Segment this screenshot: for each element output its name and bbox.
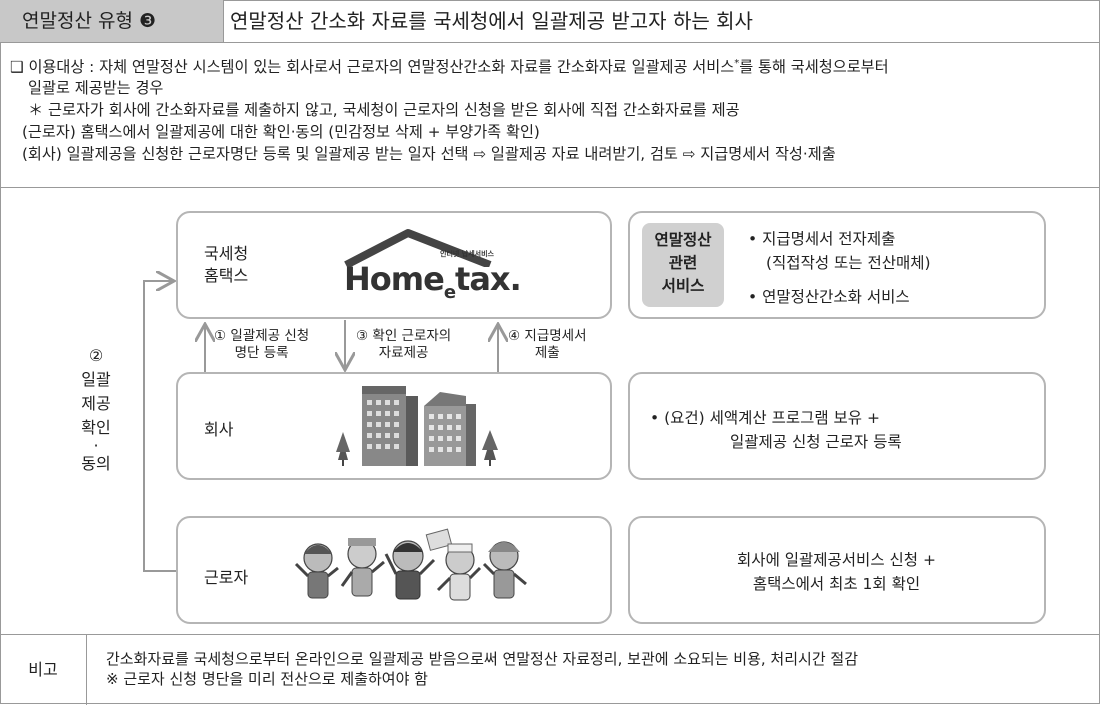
- service-item-ereport: • 지급명세서 전자제출: [748, 230, 896, 248]
- company-req-box: • (요건) 세액계산 프로그램 보유 + 일괄제공 신청 근로자 등록: [628, 372, 1046, 480]
- service-item-ereport-sub: (직접작성 또는 전산매체): [766, 254, 931, 272]
- logo-tagline: 인터넷 납세서비스: [440, 250, 494, 258]
- confirm-label: ② 일괄 제공 확인 · 동의: [81, 346, 111, 473]
- company-label: 회사: [204, 420, 234, 439]
- step3-label: ③ 확인 근로자의 자료제공: [356, 328, 452, 361]
- confirm-arrow: [143, 281, 176, 572]
- logo-e: e: [443, 282, 456, 303]
- intro-line-target: ❑ 이용대상 : 자체 연말정산 시스템이 있는 회사로서 근로자의 연말정산간…: [10, 57, 889, 76]
- step4-label: ④ 지급명세서 제출: [508, 328, 587, 361]
- intro-footnote: ＊ 근로자가 회사에 간소화자료를 제출하지 않고, 국세청이 근로자의 신청을…: [28, 101, 740, 119]
- type-label: 연말정산 유형 ❸: [0, 0, 224, 42]
- buildings-image: [336, 386, 498, 466]
- nts-box: 국세청 홈택스 인터넷 납세서비스 Homeetax.: [176, 211, 612, 319]
- logo-tax: tax.: [455, 260, 522, 298]
- intro-section: ❑ 이용대상 : 자체 연말정산 시스템이 있는 회사로서 근로자의 연말정산간…: [0, 43, 1100, 188]
- note-label: 비고: [0, 635, 87, 705]
- service-item-simplified: • 연말정산간소화 서비스: [748, 288, 910, 306]
- worker-box: 근로자: [176, 516, 612, 624]
- worker-req-box: 회사에 일괄제공서비스 신청 + 홈택스에서 최초 1회 확인: [628, 516, 1046, 624]
- worker-req-line2: 홈택스에서 최초 1회 확인: [752, 575, 921, 593]
- nts-label: 국세청: [204, 244, 249, 263]
- intro-line-target-cont: 일괄로 제공받는 경우: [28, 79, 164, 97]
- logo-home: Home: [344, 260, 445, 298]
- hometax-label: 홈택스: [204, 266, 249, 285]
- company-box: 회사: [176, 372, 612, 480]
- worker-req-line1: 회사에 일괄제공서비스 신청 +: [737, 551, 936, 569]
- intro-worker-step: (근로자) 홈택스에서 일괄제공에 대한 확인·동의 (민감정보 삭제 + 부양…: [22, 123, 540, 141]
- step1-label: ① 일괄제공 신청 명단 등록: [214, 328, 310, 361]
- company-req-line1: • (요건) 세액계산 프로그램 보유 +: [650, 409, 880, 427]
- page-title: 연말정산 간소화 자료를 국세청에서 일괄제공 받고자 하는 회사: [230, 9, 753, 33]
- intro-company-step: (회사) 일괄제공을 신청한 근로자명단 등록 및 일괄제공 받는 일자 선택 …: [22, 145, 836, 163]
- service-box: 연말정산 관련 서비스 • 지급명세서 전자제출 (직접작성 또는 전산매체) …: [628, 211, 1046, 319]
- header: 연말정산 유형 ❸ 연말정산 간소화 자료를 국세청에서 일괄제공 받고자 하는…: [0, 0, 1100, 43]
- hometax-logo: 인터넷 납세서비스 Homeetax.: [338, 227, 538, 307]
- worker-label: 근로자: [204, 568, 249, 587]
- service-badge: 연말정산 관련 서비스: [642, 223, 724, 307]
- note-text: 간소화자료를 국세청으로부터 온라인으로 일괄제공 받음으로써 연말정산 자료정…: [106, 650, 858, 688]
- workers-image: [294, 528, 527, 601]
- note-section: 비고 간소화자료를 국세청으로부터 온라인으로 일괄제공 받음으로써 연말정산 …: [0, 634, 1100, 705]
- company-req-line2: 일괄제공 신청 근로자 등록: [730, 433, 902, 451]
